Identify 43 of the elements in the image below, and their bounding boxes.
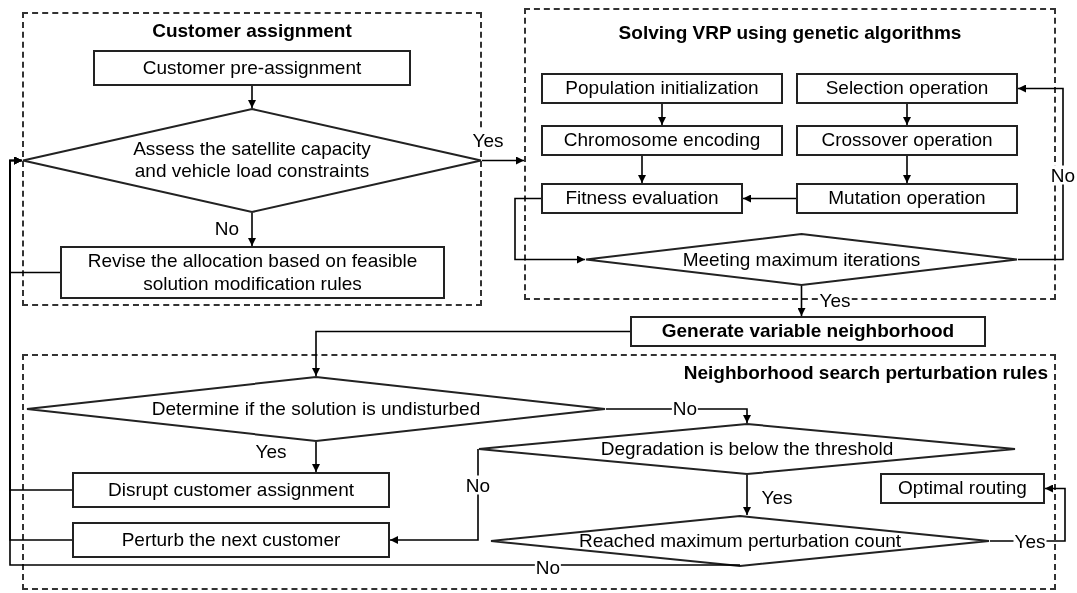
decision-label: Assess the satellite capacity and vehicle load constraints <box>132 137 372 184</box>
process-box: Crossover operation <box>796 125 1018 156</box>
process-box: Mutation operation <box>796 183 1018 214</box>
process-box: Optimal routing <box>880 473 1045 504</box>
arrow <box>9 156 741 566</box>
decision-label: Degradation is below the threshold <box>599 437 895 461</box>
process-box: Fitness evaluation <box>541 183 743 214</box>
decision-diamond <box>585 233 1018 286</box>
arrow <box>312 441 320 473</box>
arrow <box>638 155 646 184</box>
arrow <box>389 448 479 544</box>
arrow <box>658 103 666 126</box>
arrow <box>903 103 911 126</box>
arrow <box>742 194 797 203</box>
group-heading: Solving VRP using genetic algorithms <box>618 22 962 44</box>
edge-label: Yes <box>471 130 505 150</box>
arrow <box>248 212 256 247</box>
edge-label: No <box>464 475 492 495</box>
decision-label: Reached maximum perturbation count <box>577 529 903 553</box>
arrow <box>903 155 911 184</box>
process-box: Generate variable neighborhood <box>630 316 986 347</box>
process-box: Disrupt customer assignment <box>72 472 390 508</box>
arrow <box>248 85 256 109</box>
arrow <box>797 285 806 317</box>
arrow <box>1017 84 1064 261</box>
process-box: Revise the allocation based on feasible solution modification rules <box>60 246 445 299</box>
process-box: Customer pre-assignment <box>93 50 411 86</box>
process-box: Perturb the next customer <box>72 522 390 558</box>
arrow <box>743 474 751 516</box>
dashed-group-panel <box>22 354 1056 590</box>
process-box: Chromosome encoding <box>541 125 783 156</box>
decision-label: Determine if the solution is undisturbed <box>150 397 482 421</box>
arrow <box>312 330 631 377</box>
arrow <box>481 156 525 165</box>
decision-label: Meeting maximum iterations <box>681 248 922 271</box>
edge-label: No <box>1049 165 1077 185</box>
arrow <box>514 197 586 264</box>
decision-diamond <box>26 376 606 442</box>
group-heading: Customer assignment <box>152 20 352 42</box>
process-box: Selection operation <box>796 73 1018 104</box>
group-heading: Neighborhood search perturbation rules <box>683 362 1048 384</box>
process-box: Population initialization <box>541 73 783 104</box>
decision-diamond <box>478 423 1016 475</box>
